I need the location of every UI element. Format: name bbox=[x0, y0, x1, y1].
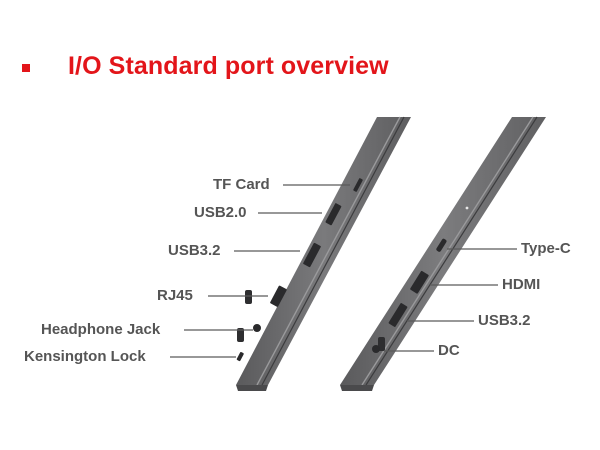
laptop-left-body bbox=[236, 117, 411, 385]
label-usb20: USB2.0 bbox=[194, 204, 247, 221]
slide-header: I/O Standard port overview bbox=[22, 52, 389, 81]
dc-port bbox=[372, 345, 380, 353]
label-tf-card: TF Card bbox=[213, 176, 270, 193]
tf-card-slot bbox=[353, 178, 363, 192]
label-dc: DC bbox=[438, 342, 460, 359]
hdmi-port bbox=[410, 270, 429, 294]
usb32-left-port bbox=[303, 242, 321, 268]
usb32-right-port bbox=[388, 303, 408, 327]
page-title: I/O Standard port overview bbox=[68, 52, 389, 80]
laptop-left-seam bbox=[256, 116, 401, 386]
laptop-left-foot bbox=[236, 385, 268, 391]
laptop-left-rubber-foot-top bbox=[245, 290, 252, 304]
laptop-left-edge-line bbox=[261, 116, 405, 386]
laptop-left-side bbox=[236, 116, 411, 391]
laptop-left-rubber-foot-bottom bbox=[237, 328, 244, 342]
label-type-c: Type-C bbox=[521, 240, 571, 257]
usb20-port bbox=[325, 203, 342, 226]
label-usb32-left: USB3.2 bbox=[168, 242, 221, 259]
rj45-port bbox=[270, 285, 287, 307]
label-headphone-jack: Headphone Jack bbox=[41, 321, 161, 338]
headphone-jack-port bbox=[253, 324, 261, 332]
leader-lines bbox=[170, 184, 517, 358]
bullet-square-icon bbox=[22, 63, 30, 72]
label-usb32-right: USB3.2 bbox=[478, 312, 531, 329]
type-c-port bbox=[436, 238, 447, 252]
laptop-right-edge-line bbox=[365, 116, 538, 386]
laptop-right-foot bbox=[340, 385, 374, 391]
label-hdmi: HDMI bbox=[502, 276, 541, 293]
status-led bbox=[465, 206, 469, 210]
kensington-lock-slot bbox=[236, 351, 244, 362]
label-kensington-lock: Kensington Lock bbox=[24, 348, 146, 365]
laptop-right-side bbox=[340, 116, 546, 391]
label-rj45: RJ45 bbox=[157, 287, 193, 304]
laptop-right-rubber-foot bbox=[378, 337, 385, 351]
laptop-right-seam bbox=[361, 116, 534, 386]
